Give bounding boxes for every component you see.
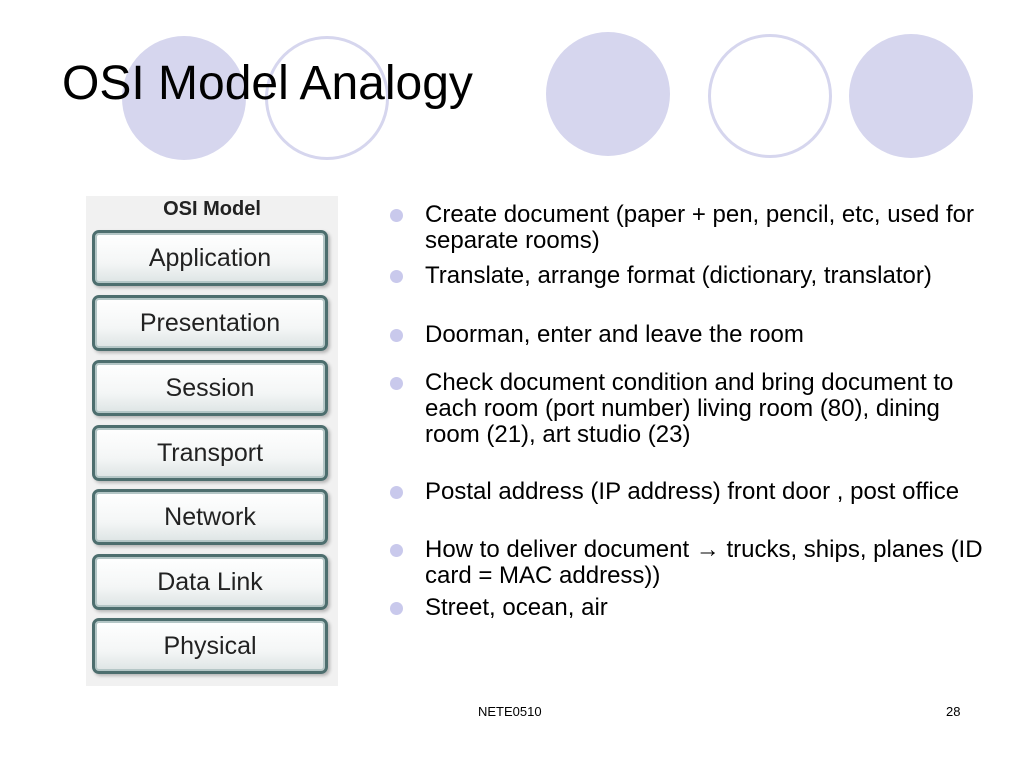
osi-model-heading: OSI Model bbox=[163, 198, 261, 220]
osi-layer-label: Transport bbox=[156, 439, 264, 467]
bullet-icon bbox=[390, 486, 403, 499]
decorative-circle bbox=[708, 34, 832, 158]
bullet-text: Postal address (IP address) front door ,… bbox=[425, 478, 960, 505]
bullet-text: Create document (paper + pen, pencil, et… bbox=[425, 201, 974, 254]
bullet-icon bbox=[390, 377, 403, 390]
bullet-icon bbox=[390, 209, 403, 222]
bullet-text: Doorman, enter and leave the room bbox=[425, 321, 804, 348]
osi-layer-label: Application bbox=[148, 244, 272, 272]
osi-layer-label: Data Link bbox=[157, 568, 263, 596]
osi-layer-session: Session bbox=[92, 360, 328, 416]
footer-course-code: NETE0510 bbox=[478, 704, 542, 719]
osi-layer-label: Physical bbox=[163, 632, 257, 660]
decorative-circle bbox=[265, 36, 389, 160]
osi-layer-label: Presentation bbox=[139, 309, 281, 337]
osi-layer-data-link: Data Link bbox=[92, 554, 328, 610]
osi-layer-network: Network bbox=[92, 489, 328, 545]
page-number: 28 bbox=[946, 704, 961, 719]
osi-layer-transport: Transport bbox=[92, 425, 328, 481]
osi-layer-physical: Physical bbox=[92, 618, 328, 674]
bullet-icon bbox=[390, 270, 403, 283]
bullet-text: Street, ocean, air bbox=[425, 594, 608, 621]
decorative-circle bbox=[546, 32, 670, 156]
osi-layer-presentation: Presentation bbox=[92, 295, 328, 351]
bullet-icon bbox=[390, 602, 403, 615]
decorative-circle bbox=[849, 34, 973, 158]
bullet-icon bbox=[390, 329, 403, 342]
osi-layer-label: Network bbox=[164, 503, 256, 531]
osi-layer-label: Session bbox=[165, 374, 255, 402]
osi-model-diagram: OSI Model Application Presentation Sessi… bbox=[86, 196, 338, 686]
bullet-text: Check document condition and bring docum… bbox=[425, 369, 954, 448]
slide-title: OSI Model Analogy bbox=[62, 57, 473, 110]
osi-layer-application: Application bbox=[92, 230, 328, 286]
decorative-circle bbox=[122, 36, 246, 160]
bullet-icon bbox=[390, 544, 403, 557]
bullet-text: How to deliver document → trucks, ships,… bbox=[425, 536, 983, 589]
decorative-circles bbox=[0, 0, 1024, 160]
bullet-text: Translate, arrange format (dictionary, t… bbox=[425, 262, 932, 289]
